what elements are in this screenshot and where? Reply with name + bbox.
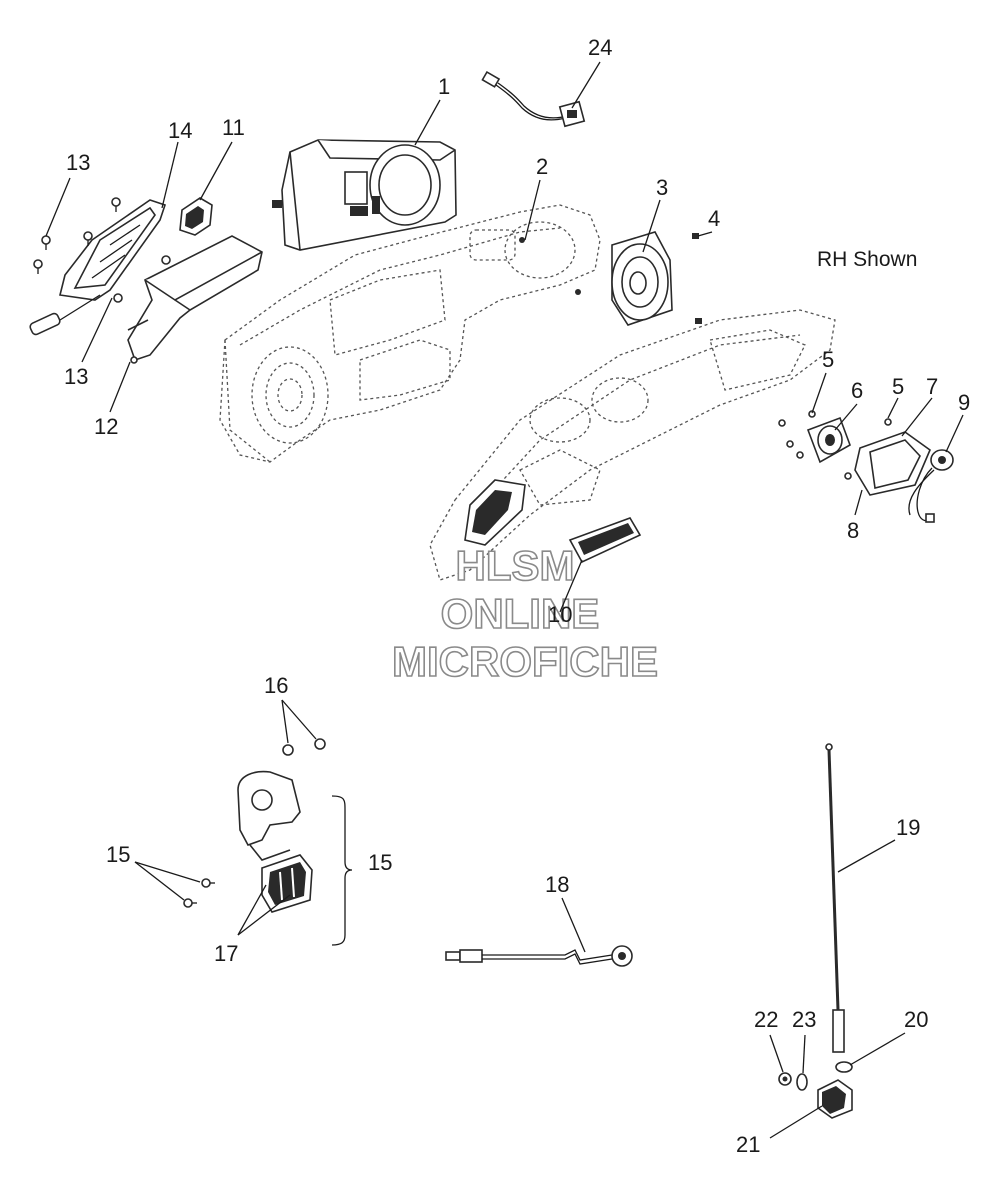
mounting-plate-part: [29, 199, 167, 336]
watermark-line-2: ONLINE: [441, 590, 600, 637]
knob-assembly-part: [908, 449, 954, 523]
rh-shown-note: RH Shown: [817, 248, 917, 271]
antenna-base-part: [817, 1061, 853, 1119]
callout-2: 2: [536, 154, 548, 179]
callout-labels: 1 2 3 4 24 13 14 11 13 12 RH Shown 5 6 5…: [64, 35, 970, 1157]
washer-part: [796, 1073, 808, 1091]
screws-15-part: [183, 878, 215, 908]
callout-18: 18: [545, 872, 569, 897]
callout-17: 17: [214, 941, 238, 966]
callout-15-brace: 15: [368, 850, 392, 875]
callout-5-left: 5: [822, 347, 834, 372]
callout-19: 19: [896, 815, 920, 840]
callout-10: 10: [548, 602, 572, 627]
dash-panel-left-part: [219, 204, 601, 463]
display-module-part: [568, 517, 642, 564]
callout-11: 11: [222, 115, 245, 140]
callout-9: 9: [958, 390, 970, 415]
callout-24: 24: [588, 35, 612, 60]
callout-3: 3: [656, 175, 668, 200]
antenna-mast-part: [825, 743, 845, 1053]
leader-lines: [45, 61, 964, 1139]
callout-7: 7: [926, 374, 938, 399]
callout-14: 14: [168, 118, 192, 143]
antenna-cable-part: [445, 945, 633, 967]
callout-4: 4: [708, 206, 720, 231]
dash-panel-right-part: [429, 309, 836, 581]
watermark-line-1: HLSM: [456, 542, 575, 589]
tweeter-part: [778, 410, 851, 464]
brace: [331, 795, 353, 946]
callout-20: 20: [904, 1007, 928, 1032]
bracket-part: [127, 235, 263, 364]
nut-part: [778, 1072, 792, 1086]
callout-16: 16: [264, 673, 288, 698]
control-module-part: [844, 418, 931, 496]
callout-21: 21: [736, 1132, 760, 1157]
callout-13-bottom: 13: [64, 364, 88, 389]
callout-13-top: 13: [66, 150, 90, 175]
speaker-part: [611, 231, 702, 326]
speaker-enclosure-part: [272, 139, 457, 251]
callout-12: 12: [94, 414, 118, 439]
callout-22: 22: [754, 1007, 778, 1032]
callout-5-right: 5: [892, 374, 904, 399]
watermark-line-3: MICROFICHE: [392, 638, 658, 685]
wire-harness-part: [481, 70, 586, 128]
switch-module-part: [261, 854, 313, 913]
callout-15-left: 15: [106, 842, 130, 867]
watermark: HLSM ONLINE MICROFICHE: [391, 541, 659, 686]
callout-8: 8: [847, 518, 859, 543]
switch-bracket-part: [237, 770, 301, 861]
screws-13-part: [33, 197, 171, 303]
screws-16-part: [282, 738, 326, 756]
callout-1: 1: [438, 74, 450, 99]
cushion-pad-part: [179, 197, 213, 236]
callout-6: 6: [851, 378, 863, 403]
callout-23: 23: [792, 1007, 816, 1032]
